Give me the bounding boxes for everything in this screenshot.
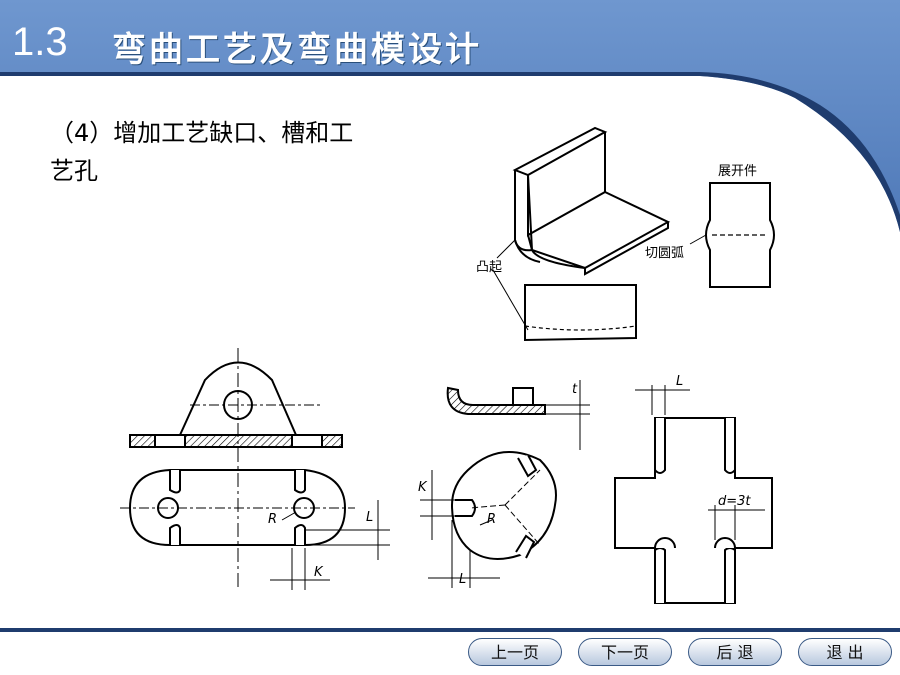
back-button[interactable]: 后 退 [688,638,782,666]
label-expanded-part: 展开件 [718,164,758,179]
prev-page-button[interactable]: 上一页 [468,638,562,666]
section-number: 1.3 [12,20,68,64]
label-k-hinge: K [314,565,323,580]
label-l-cross: L [676,374,684,389]
cross-part-drawing [614,385,773,604]
label-k-disc: K [418,480,427,495]
exit-button[interactable]: 退 出 [798,638,892,666]
notched-disc-drawing [420,451,557,588]
label-r-hinge: R [268,512,278,527]
bulge-view-drawing [492,239,637,342]
label-bulge: 凸起 [476,260,503,275]
label-cut-arc: 切圆弧 [645,246,685,261]
bent-strip-drawing [446,380,590,450]
heading-line-1: （4）增加工艺缺口、槽和工 [50,119,354,147]
navigation-bar: 上一页 下一页 后 退 退 出 [464,638,894,670]
label-r-disc: R [487,512,497,527]
label-l-hinge: L [366,510,374,525]
expanded-part-drawing [689,182,775,288]
slide-title: 弯曲工艺及弯曲模设计 [112,30,482,70]
hinge-part-drawing [120,348,390,590]
section-heading: （4）增加工艺缺口、槽和工 艺孔 [50,114,440,190]
label-t-strip: t [572,382,578,397]
label-d3t: d=3t [718,494,751,509]
next-page-button[interactable]: 下一页 [578,638,672,666]
heading-line-2: 艺孔 [50,157,98,185]
label-l-disc: L [459,572,467,587]
